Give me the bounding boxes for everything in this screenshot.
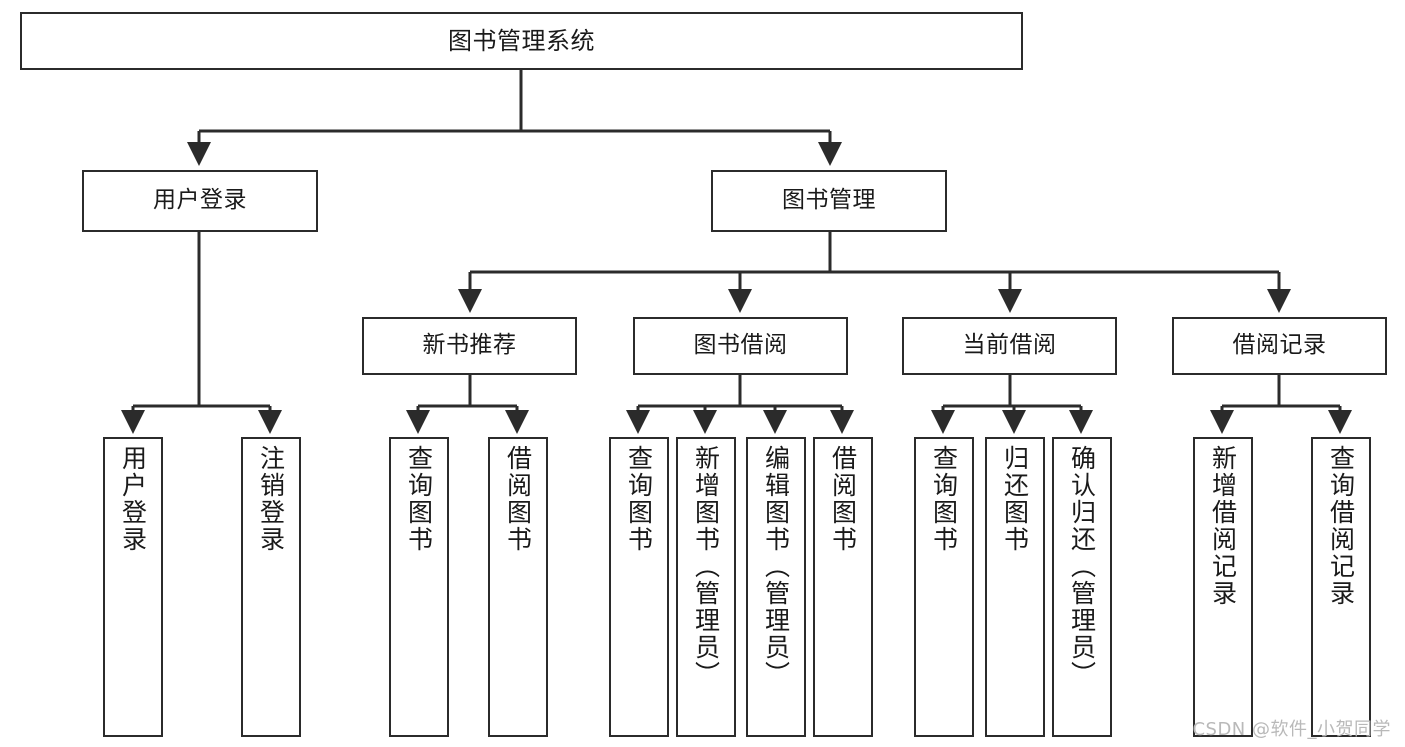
node-label: 新增图书（管理员） bbox=[691, 445, 721, 688]
node-book-borrow[interactable]: 图书借阅 bbox=[633, 317, 848, 375]
leaf-borrow-record-add[interactable]: 新增借阅记录 bbox=[1193, 437, 1253, 737]
leaf-borrow-record-query[interactable]: 查询借阅记录 bbox=[1311, 437, 1371, 737]
node-label: 查询借阅记录 bbox=[1326, 445, 1356, 607]
leaf-book-borrow-add[interactable]: 新增图书（管理员） bbox=[676, 437, 736, 737]
leaf-current-borrow-return[interactable]: 归还图书 bbox=[985, 437, 1045, 737]
node-book-management-system[interactable]: 图书管理系统 bbox=[20, 12, 1023, 70]
node-label: 用户登录 bbox=[118, 445, 148, 553]
node-label: 查询图书 bbox=[929, 445, 959, 553]
node-current-borrow[interactable]: 当前借阅 bbox=[902, 317, 1117, 375]
node-label: 图书管理 bbox=[782, 187, 876, 214]
node-label: 借阅图书 bbox=[828, 445, 858, 553]
node-user-login[interactable]: 用户登录 bbox=[82, 170, 318, 232]
leaf-book-borrow-query[interactable]: 查询图书 bbox=[609, 437, 669, 737]
node-label: 图书借阅 bbox=[693, 332, 788, 359]
leaf-user-login-login[interactable]: 用户登录 bbox=[103, 437, 163, 737]
leaf-book-borrow-edit[interactable]: 编辑图书（管理员） bbox=[746, 437, 806, 737]
node-label: 借阅记录 bbox=[1232, 332, 1327, 359]
leaf-user-login-logout[interactable]: 注销登录 bbox=[241, 437, 301, 737]
leaf-current-borrow-query[interactable]: 查询图书 bbox=[914, 437, 974, 737]
node-label: 编辑图书（管理员） bbox=[761, 445, 791, 688]
node-label: 确认归还（管理员） bbox=[1067, 445, 1097, 688]
leaf-new-book-borrow[interactable]: 借阅图书 bbox=[488, 437, 548, 737]
leaf-book-borrow-borrow[interactable]: 借阅图书 bbox=[813, 437, 873, 737]
leaf-new-book-query[interactable]: 查询图书 bbox=[389, 437, 449, 737]
node-label: 用户登录 bbox=[153, 187, 247, 214]
node-new-book-recommend[interactable]: 新书推荐 bbox=[362, 317, 577, 375]
node-label: 查询图书 bbox=[404, 445, 434, 553]
node-label: 归还图书 bbox=[1000, 445, 1030, 553]
node-borrow-record[interactable]: 借阅记录 bbox=[1172, 317, 1387, 375]
node-label: 当前借阅 bbox=[962, 332, 1057, 359]
node-book-management[interactable]: 图书管理 bbox=[711, 170, 947, 232]
node-label: 新书推荐 bbox=[422, 332, 517, 359]
node-label: 查询图书 bbox=[624, 445, 654, 553]
node-label: 新增借阅记录 bbox=[1208, 445, 1238, 607]
leaf-current-borrow-confirm-return[interactable]: 确认归还（管理员） bbox=[1052, 437, 1112, 737]
node-label: 借阅图书 bbox=[503, 445, 533, 553]
node-label: 图书管理系统 bbox=[448, 26, 595, 55]
node-label: 注销登录 bbox=[256, 445, 286, 553]
